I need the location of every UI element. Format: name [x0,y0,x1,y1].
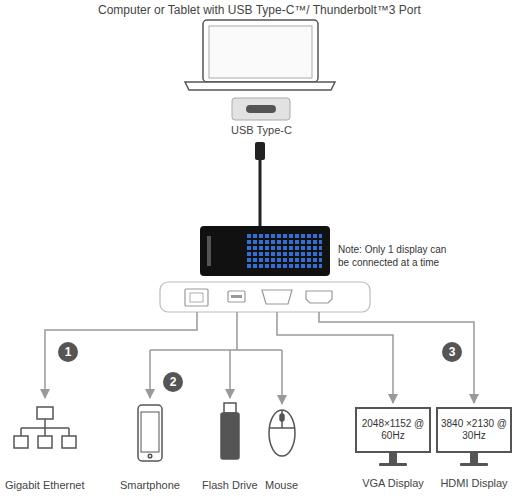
device-label: Gigabit Ethernet [5,479,85,491]
monitor-screen: 2048×1152 @ 60Hz [355,407,431,453]
port-face [160,282,370,312]
mouse-icon [269,410,295,456]
callout-circles [58,342,462,392]
hdmi-monitor: 3840 ×2130 @ 30HzHDMI Display [436,407,512,489]
monitor-stands [379,453,488,466]
monitor-screen: 3840 ×2130 @ 30Hz [436,407,512,453]
callout-number: 1 [58,342,78,362]
port-label: USB Type-C [231,124,292,136]
vga-monitor: 2048×1152 @ 60HzVGA Display [355,407,431,489]
cable [255,142,265,227]
callout-number: 2 [163,372,183,392]
device-label: Mouse [265,479,298,491]
device-label: Flash Drive [202,479,258,491]
monitor-label: VGA Display [362,477,424,489]
network-icon [14,407,76,448]
device-label: Smartphone [120,479,180,491]
adapter [200,226,330,276]
monitor-label: HDMI Display [440,477,507,489]
flash-drive-icon [221,403,239,459]
laptop [185,20,335,90]
title: Computer or Tablet with USB Type-C™/ Thu… [98,3,421,17]
note: Note: Only 1 display can be connected at… [338,243,456,269]
smartphone-icon [138,405,162,461]
leader-lines [45,312,474,404]
callout-number: 3 [442,342,462,362]
port-icon [232,98,290,120]
